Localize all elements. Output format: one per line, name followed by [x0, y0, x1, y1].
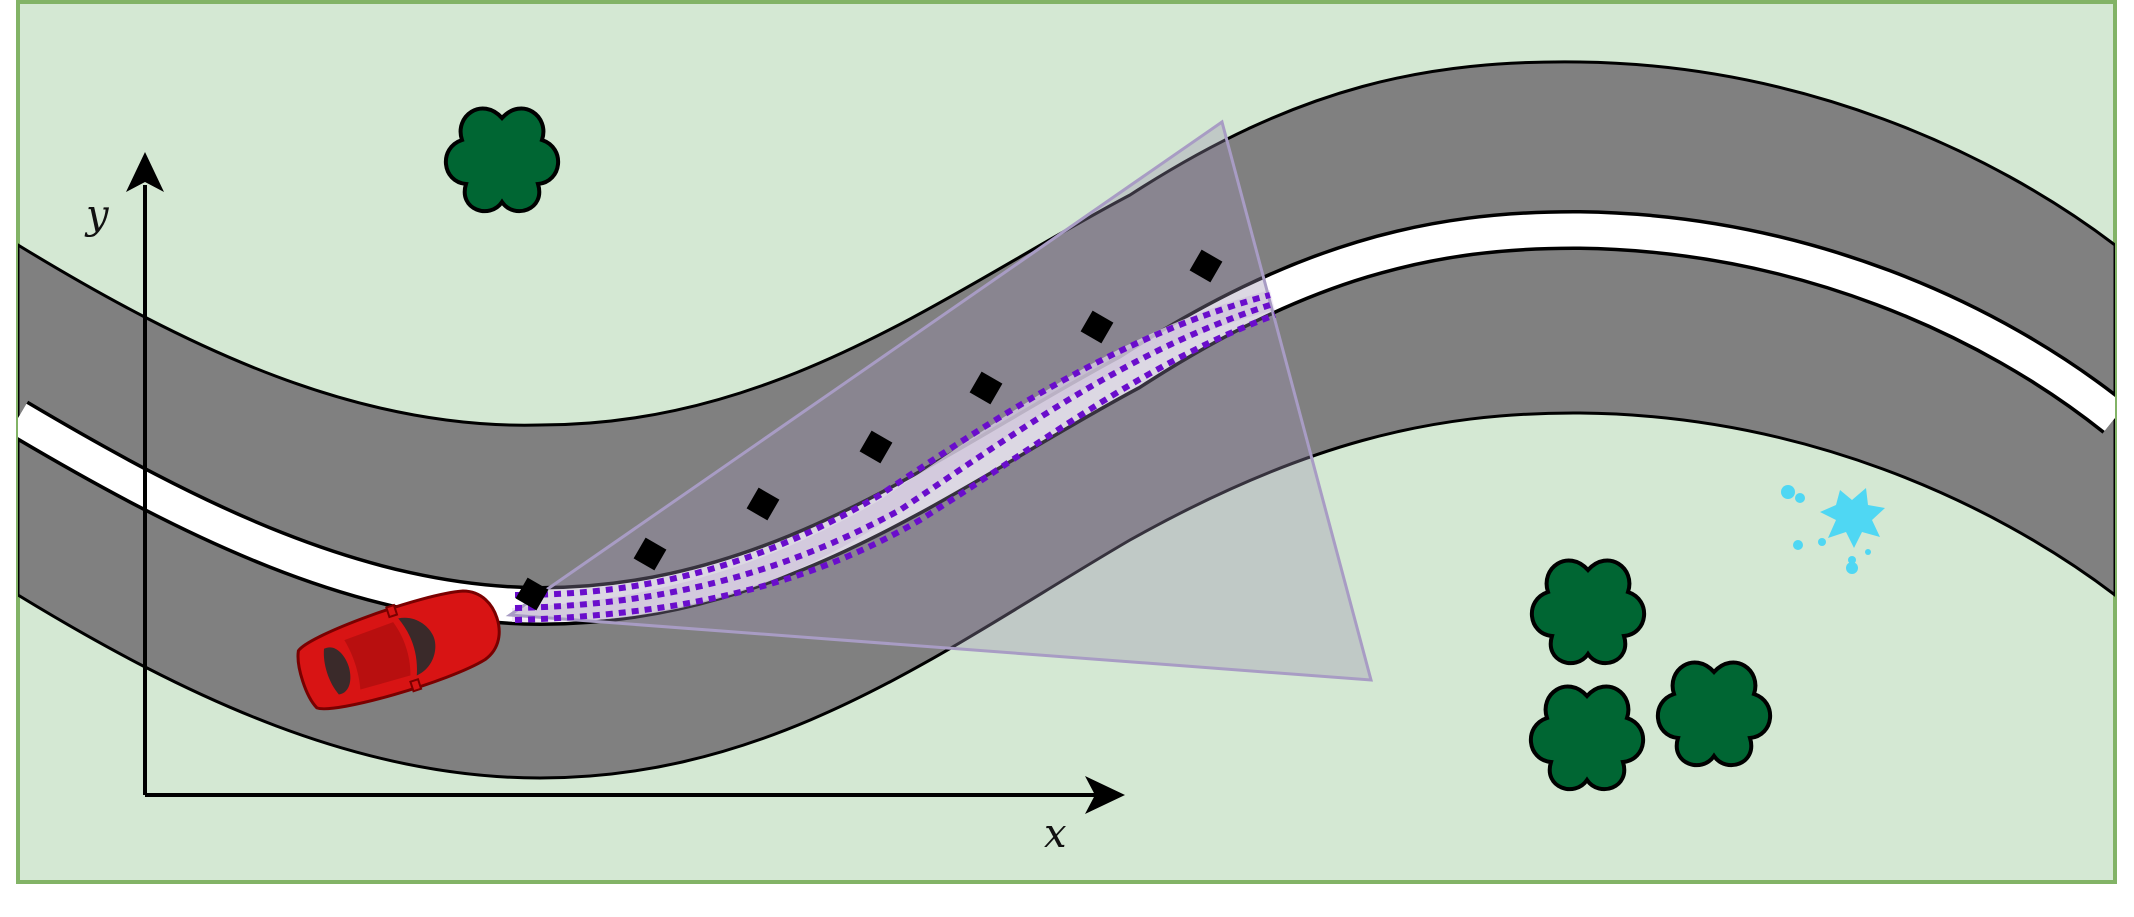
splash-drop	[1848, 556, 1856, 564]
candidate-trajectories	[514, 292, 1277, 623]
waypoints	[515, 249, 1223, 611]
y-axis-label: y	[84, 192, 110, 238]
car-mirror	[409, 677, 423, 693]
sensor-view-cone	[505, 119, 1373, 682]
car-mirror	[385, 603, 399, 619]
splash-drop	[1818, 538, 1826, 546]
planned-trajectory-band	[512, 290, 1275, 623]
water-splash-icon	[1781, 485, 1885, 574]
splash-drop	[1781, 485, 1795, 499]
y-axis-arrowhead	[126, 152, 164, 192]
waypoint	[969, 371, 1003, 405]
splash-drop	[1846, 562, 1858, 574]
waypoint	[515, 577, 549, 611]
splash-core	[1820, 488, 1885, 548]
coordinate-axes: x y	[84, 152, 1125, 857]
splash-drop	[1870, 508, 1878, 516]
x-axis-label: x	[1044, 811, 1067, 857]
car-windshield	[398, 617, 436, 676]
splash-drop	[1793, 540, 1803, 550]
waypoint	[859, 430, 893, 464]
x-axis-arrowhead	[1085, 776, 1125, 814]
trajectory-1	[514, 292, 1271, 598]
trajectory-3	[514, 312, 1277, 623]
lane-marking-fill	[18, 213, 2115, 623]
waypoint	[1080, 310, 1114, 344]
splash-drop	[1795, 493, 1805, 503]
waypoint	[1189, 249, 1223, 283]
car-roof	[344, 622, 411, 690]
car-rear-window	[323, 647, 351, 695]
splash-drop	[1865, 549, 1871, 555]
waypoint	[746, 487, 780, 521]
trajectory-2	[514, 302, 1271, 611]
waypoint	[633, 537, 667, 571]
car-icon	[296, 589, 501, 711]
